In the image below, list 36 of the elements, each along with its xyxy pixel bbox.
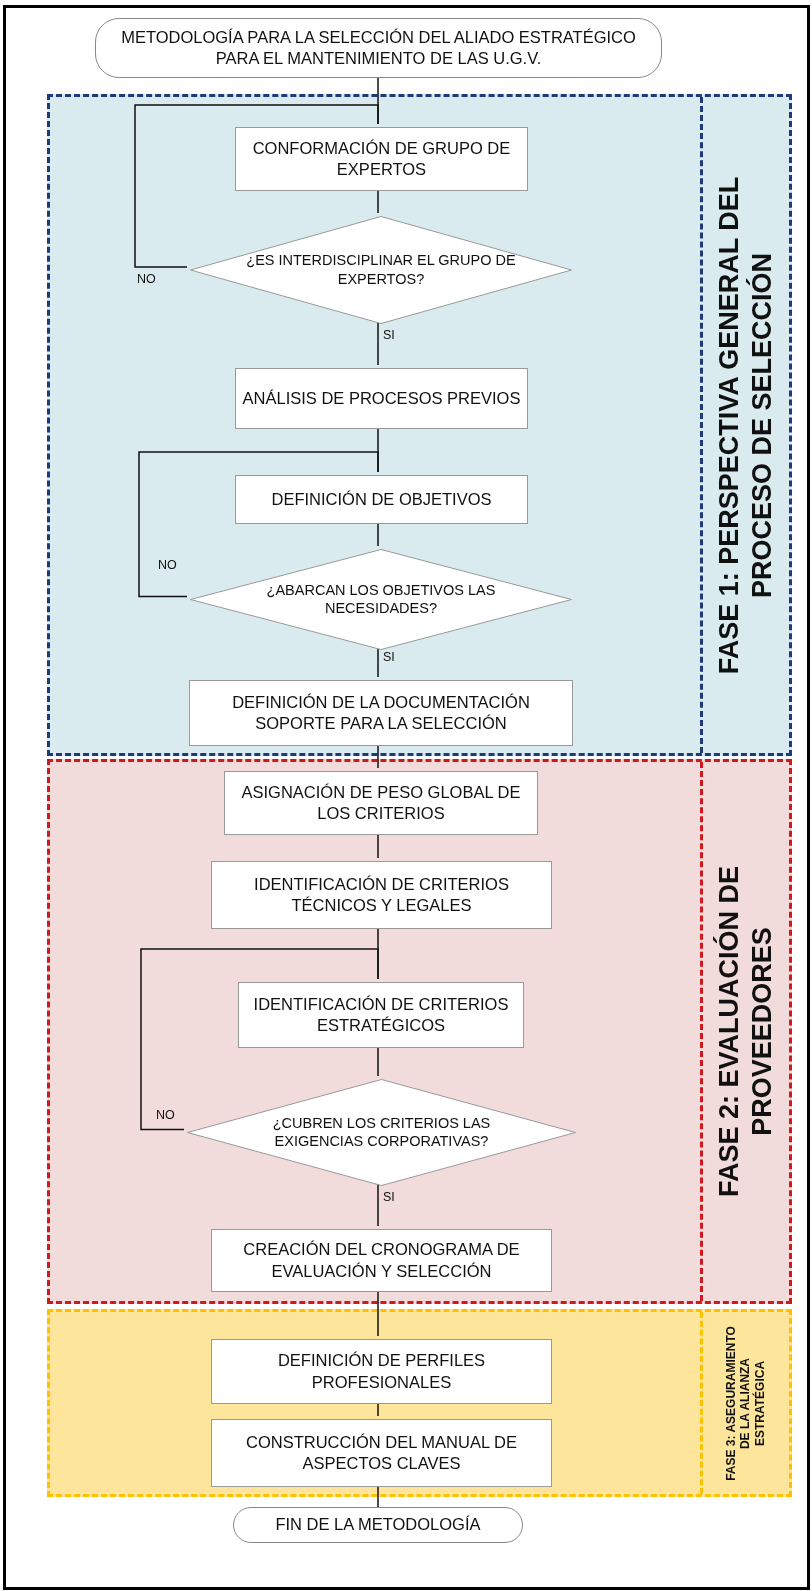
edge-label: NO	[137, 272, 156, 286]
phase-band	[47, 94, 792, 756]
decision-text: ¿ES INTERDISCIPLINAR EL GRUPO DE EXPERTOS?	[245, 251, 517, 289]
connector-line	[140, 948, 379, 1131]
process-box: CREACIÓN DEL CRONOGRAMA DE EVALUACIÓN Y SELECCIÓN	[211, 1229, 552, 1292]
connector-line	[138, 451, 379, 598]
phase-band	[47, 1309, 792, 1497]
process-box: DEFINICIÓN DE LA DOCUMENTACIÓN SOPORTE PARA LA SELECCIÓN	[189, 680, 573, 746]
terminator: FIN DE LA METODOLOGÍA	[233, 1507, 523, 1543]
phase-heading: FASE 2: EVALUACIÓN DE PROVEEDORES	[712, 865, 777, 1200]
decision-text: ¿ABARCAN LOS OBJETIVOS LAS NECESIDADES?	[265, 580, 497, 619]
edge-label: SI	[383, 650, 395, 664]
process-box: IDENTIFICACIÓN DE CRITERIOS ESTRATÉGICOS	[238, 982, 524, 1048]
decision-diamond	[190, 549, 572, 650]
terminator: METODOLOGÍA PARA LA SELECCIÓN DEL ALIADO ESTRATÉGICO PARA EL MANTENIMIENTO DE LAS U.G.V.	[95, 18, 662, 78]
edge-label: SI	[383, 1190, 395, 1204]
decision-text: ¿CUBREN LOS CRITERIOS LAS EXIGENCIAS CORPORATIVAS?	[271, 1113, 492, 1152]
edge-label: SI	[383, 328, 395, 342]
edge-label: NO	[156, 1108, 175, 1122]
process-box: ASIGNACIÓN DE PESO GLOBAL DE LOS CRITERIOS	[224, 771, 538, 835]
connector-line	[134, 104, 379, 268]
process-box: DEFINICIÓN DE OBJETIVOS	[235, 475, 528, 524]
process-box: ANÁLISIS DE PROCESOS PREVIOS	[235, 368, 528, 429]
edge-label: NO	[158, 558, 177, 572]
connector-line	[377, 646, 379, 678]
process-box: IDENTIFICACIÓN DE CRITERIOS TÉCNICOS Y LEGALES	[211, 861, 552, 929]
process-box: CONSTRUCCIÓN DEL MANUAL DE ASPECTOS CLAVES	[211, 1419, 552, 1487]
phase-band	[47, 759, 792, 1304]
connector-line	[377, 320, 379, 366]
decision-diamond	[190, 216, 572, 324]
process-box: CONFORMACIÓN DE GRUPO DE EXPERTOS	[235, 127, 528, 191]
phase-heading: FASE 1: PERSPECTIVA GENERAL DEL PROCESO DE SELECCIÓN	[712, 175, 777, 675]
phase-heading: FASE 3: ASEGURAMIENTO DE LA ALIANZA ESTRATÉGICA	[721, 1324, 767, 1483]
decision-diamond	[187, 1079, 576, 1186]
process-box: DEFINICIÓN DE PERFILES PROFESIONALES	[211, 1339, 552, 1404]
connector-line	[377, 1182, 379, 1227]
